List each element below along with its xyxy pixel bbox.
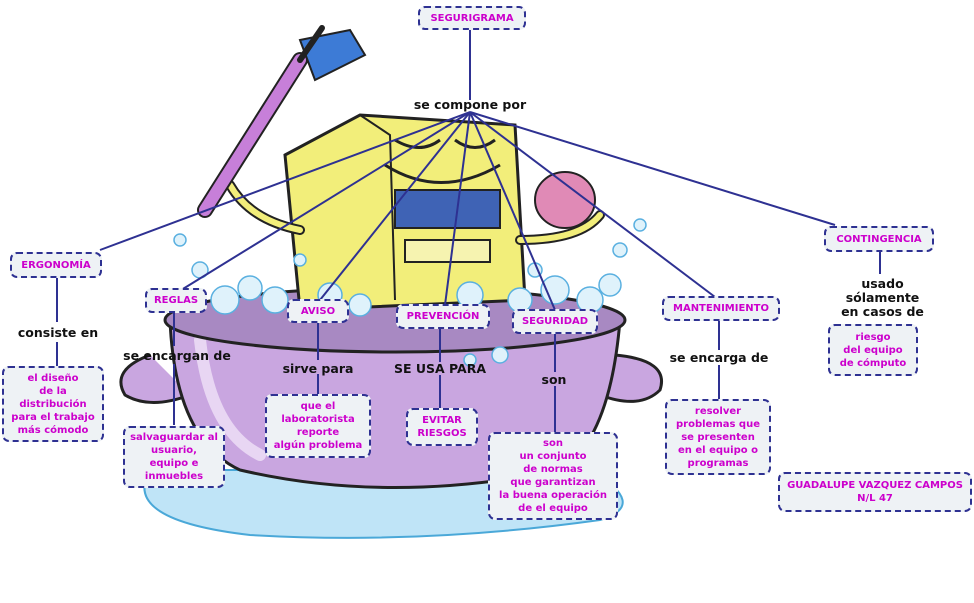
label-consiste-en: consiste en	[17, 325, 99, 340]
node-author: GUADALUPE VAZQUEZ CAMPOS N/L 47	[778, 472, 972, 512]
node-segurigrama: SEGURIGRAMA	[418, 6, 526, 30]
node-prevencion: PREVENCIÓN	[396, 304, 490, 329]
label-se-encargan-de: se encargan de	[123, 348, 231, 363]
node-seguridad: SEGURIDAD	[512, 309, 598, 334]
node-ergonomia-definition: el diseño de la distribución para el tra…	[2, 366, 104, 442]
label-sirve-para: sirve para	[282, 361, 354, 376]
node-aviso-definition: que el laboratorista reporte algún probl…	[265, 394, 371, 458]
node-reglas: REGLAS	[145, 288, 207, 313]
label-se-compone-por: se compone por	[413, 97, 527, 112]
label-se-encarga-de: se encarga de	[669, 350, 769, 365]
node-contingencia: CONTINGENCIA	[824, 226, 934, 252]
label-se-usa-para: SE USA PARA	[393, 361, 487, 376]
node-aviso: AVISO	[287, 299, 349, 323]
node-ergonomia: ERGONOMÍA	[10, 252, 102, 278]
node-reglas-definition: salvaguardar al usuario, equipo e inmueb…	[123, 426, 225, 488]
label-son: son	[541, 372, 567, 387]
node-seguridad-definition: son un conjunto de normas que garantizan…	[488, 432, 618, 520]
label-usado-solamente: usado sólamente en casos de	[841, 276, 924, 319]
connector-lines	[56, 30, 881, 432]
node-contingencia-definition: riesgo del equipo de cómputo	[828, 324, 918, 376]
node-prevencion-definition: EVITAR RIESGOS	[406, 408, 478, 446]
node-mantenimiento-definition: resolver problemas que se presenten en e…	[665, 399, 771, 475]
node-mantenimiento: MANTENIMIENTO	[662, 296, 780, 321]
